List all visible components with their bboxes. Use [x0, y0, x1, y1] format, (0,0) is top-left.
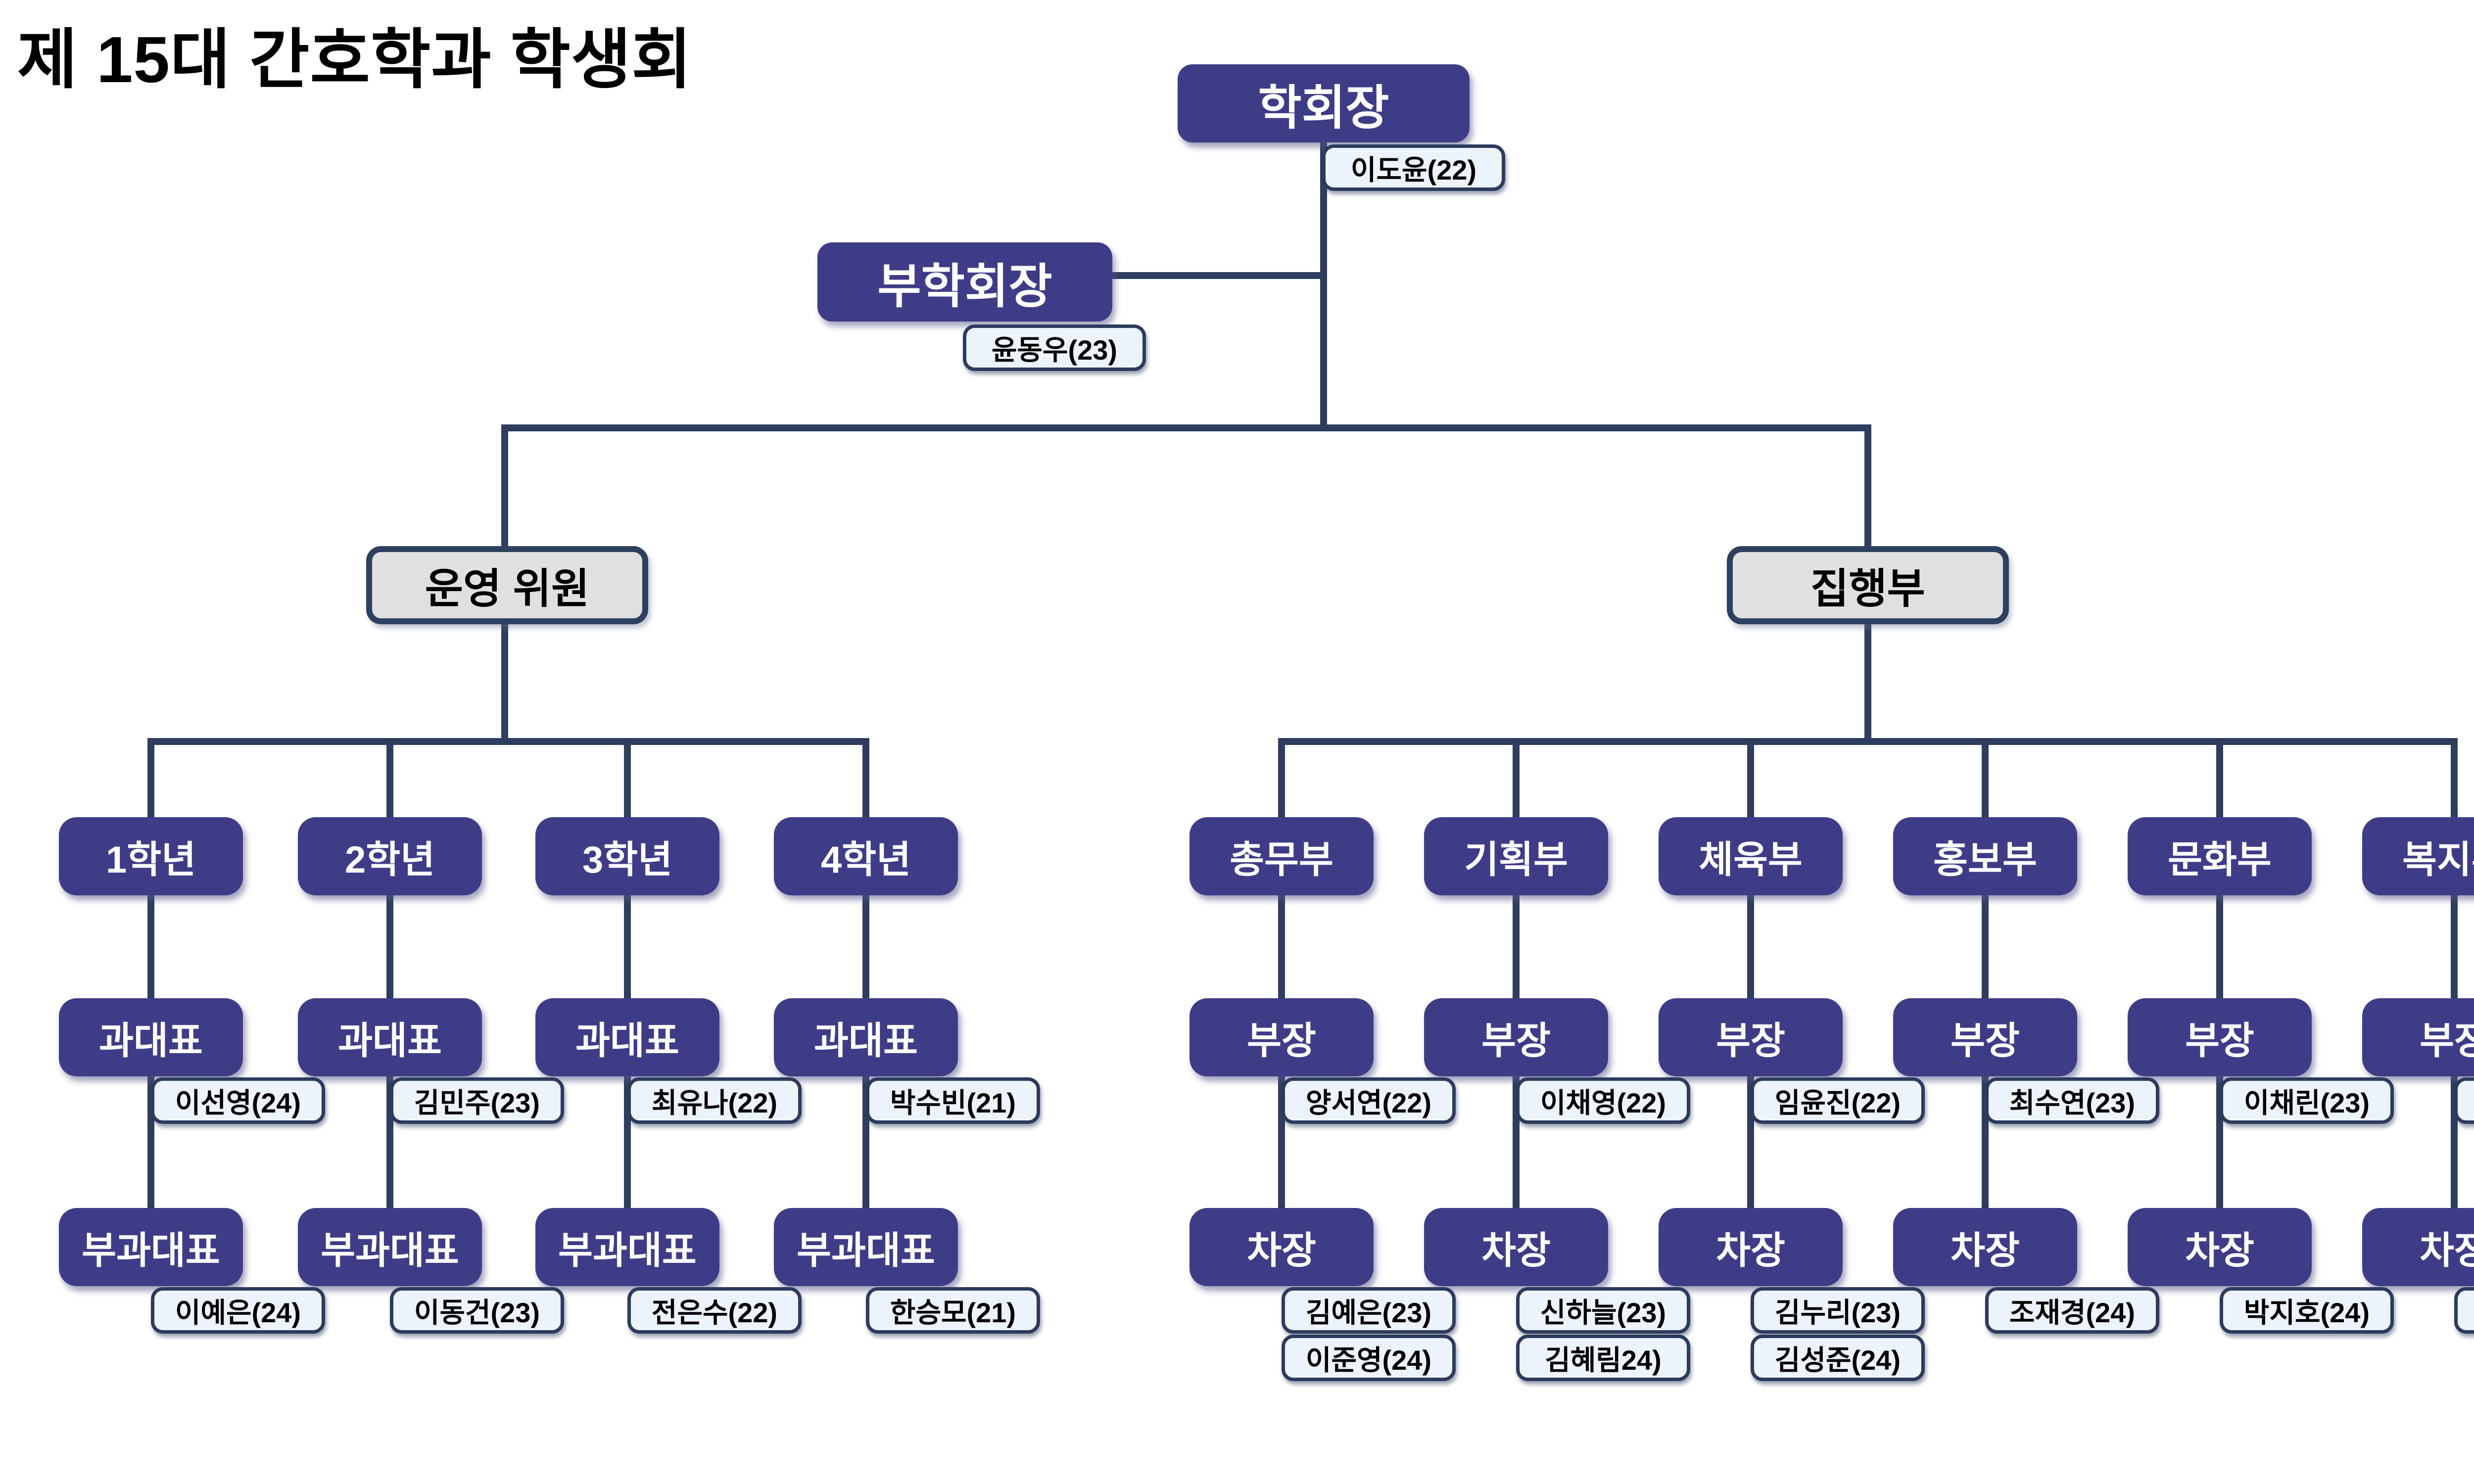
unit-box-b1-c3: 홍보부: [1893, 817, 2077, 895]
name-tag-b1-c0-p1-m0: 김예은(23): [1282, 1287, 1456, 1334]
pos-box-b0-c1-p1: 부과대표: [298, 1208, 482, 1286]
connector-line-col: [1747, 738, 1754, 1242]
connector-line-col: [1982, 738, 1989, 1242]
connector-line-col: [1278, 738, 1285, 1242]
name-tag-b0-c1-p0-m0: 김민주(23): [390, 1077, 564, 1124]
connector-line-col: [624, 738, 631, 1242]
connector-line-vice: [1110, 272, 1327, 279]
connector-line-exec-drop2: [1864, 619, 1871, 745]
pos-box-b1-c1-p0: 부장: [1424, 998, 1608, 1076]
pos-box-b1-c1-p1: 차장: [1424, 1208, 1608, 1286]
name-tag-b1-c5-p1-m0: 김선영(24): [2454, 1287, 2474, 1334]
connector-line-col: [1513, 738, 1520, 1242]
connector-line-col: [2216, 738, 2223, 1242]
pos-box-b0-c2-p1: 부과대표: [535, 1208, 719, 1286]
org-box-branch-executive: 집행부: [1727, 546, 2009, 624]
unit-box-b0-c0: 1학년: [59, 817, 243, 895]
name-tag-b1-c4-p0-m0: 이채린(23): [2220, 1077, 2394, 1124]
pos-box-b1-c0-p1: 차장: [1189, 1208, 1374, 1286]
pos-box-b0-c0-p0: 과대표: [59, 998, 243, 1076]
name-tag-b1-c3-p1-m0: 조재경(24): [1985, 1287, 2159, 1334]
unit-box-b1-c4: 문화부: [2128, 817, 2312, 895]
connector-line-col: [147, 738, 154, 1242]
org-box-branch-operating-committee: 운영 위원: [366, 546, 648, 624]
connector-line-col: [386, 738, 393, 1242]
connector-line-right-horizontal: [1278, 738, 2458, 745]
name-tag-b1-c3-p0-m0: 최수연(23): [1985, 1077, 2159, 1124]
name-tag-b1-c2-p0-m0: 임윤진(22): [1751, 1077, 1925, 1124]
unit-box-b1-c1: 기획부: [1424, 817, 1608, 895]
pos-box-b1-c5-p0: 부장: [2362, 998, 2474, 1076]
connector-line-exec-drop: [1864, 424, 1871, 551]
name-tag-b1-c2-p1-m0: 김누리(23): [1751, 1287, 1925, 1334]
connector-line-ops-drop: [501, 424, 508, 551]
name-tag-b0-c0-p0-m0: 이선영(24): [151, 1077, 325, 1124]
name-tag-b1-c1-p1-m1: 김혜림24): [1516, 1335, 1690, 1381]
pos-box-b1-c0-p0: 부장: [1189, 998, 1374, 1076]
name-tag-b1-c0-p0-m0: 양서연(22): [1282, 1077, 1456, 1124]
pos-box-b1-c4-p1: 차장: [2128, 1208, 2312, 1286]
connector-line-col: [862, 738, 869, 1242]
name-tag-b0-c1-p1-m0: 이동건(23): [390, 1287, 564, 1334]
pos-box-b1-c2-p1: 차장: [1659, 1208, 1843, 1286]
org-box-vice-president: 부학회장: [817, 242, 1112, 322]
name-tag-b1-c1-p1-m0: 신하늘(23): [1516, 1287, 1690, 1334]
pos-box-b1-c3-p0: 부장: [1893, 998, 2077, 1076]
pos-box-b0-c1-p0: 과대표: [298, 998, 482, 1076]
name-tag-b0-c3-p0-m0: 박수빈(21): [866, 1077, 1040, 1124]
name-tag-b0-c2-p1-m0: 전은수(22): [627, 1287, 802, 1334]
unit-box-b1-c5: 복지부: [2362, 817, 2474, 895]
unit-box-b0-c2: 3학년: [535, 817, 719, 895]
unit-box-b0-c1: 2학년: [298, 817, 482, 895]
name-tag-b1-c0-p1-m1: 이준영(24): [1282, 1335, 1456, 1381]
connector-line-ops-drop2: [501, 619, 508, 745]
pos-box-b0-c3-p1: 부과대표: [774, 1208, 958, 1286]
connector-line-col: [2451, 738, 2458, 1242]
name-tag-vice-president: 윤동우(23): [963, 325, 1146, 371]
name-tag-b0-c3-p1-m0: 한승모(21): [866, 1287, 1040, 1334]
pos-box-b0-c2-p0: 과대표: [535, 998, 719, 1076]
pos-box-b0-c3-p0: 과대표: [774, 998, 958, 1076]
unit-box-b1-c2: 체육부: [1659, 817, 1843, 895]
page-title: 제 15대 간호학과 학생회: [17, 23, 692, 96]
name-tag-b0-c2-p0-m0: 최유나(22): [627, 1077, 802, 1124]
unit-box-b0-c3: 4학년: [774, 817, 958, 895]
pos-box-b0-c0-p1: 부과대표: [59, 1208, 243, 1286]
pos-box-b1-c4-p0: 부장: [2128, 998, 2312, 1076]
pos-box-b1-c2-p0: 부장: [1659, 998, 1843, 1076]
unit-box-b1-c0: 총무부: [1189, 817, 1374, 895]
name-tag-b1-c5-p0-m0: 정혜빈(23): [2454, 1077, 2474, 1124]
connector-line-left-horizontal: [147, 738, 869, 745]
connector-line-trunk: [1320, 139, 1327, 431]
name-tag-b1-c2-p1-m1: 김성준(24): [1751, 1335, 1925, 1381]
name-tag-b0-c0-p1-m0: 이예은(24): [151, 1287, 325, 1334]
pos-box-b1-c3-p1: 차장: [1893, 1208, 2077, 1286]
org-box-president: 학회장: [1178, 64, 1470, 142]
name-tag-president: 이도윤(22): [1322, 144, 1505, 191]
pos-box-b1-c5-p1: 차장: [2362, 1208, 2474, 1286]
name-tag-b1-c1-p0-m0: 이채영(22): [1516, 1077, 1690, 1124]
connector-line-main-horizontal: [501, 424, 1871, 431]
name-tag-b1-c4-p1-m0: 박지호(24): [2220, 1287, 2394, 1334]
